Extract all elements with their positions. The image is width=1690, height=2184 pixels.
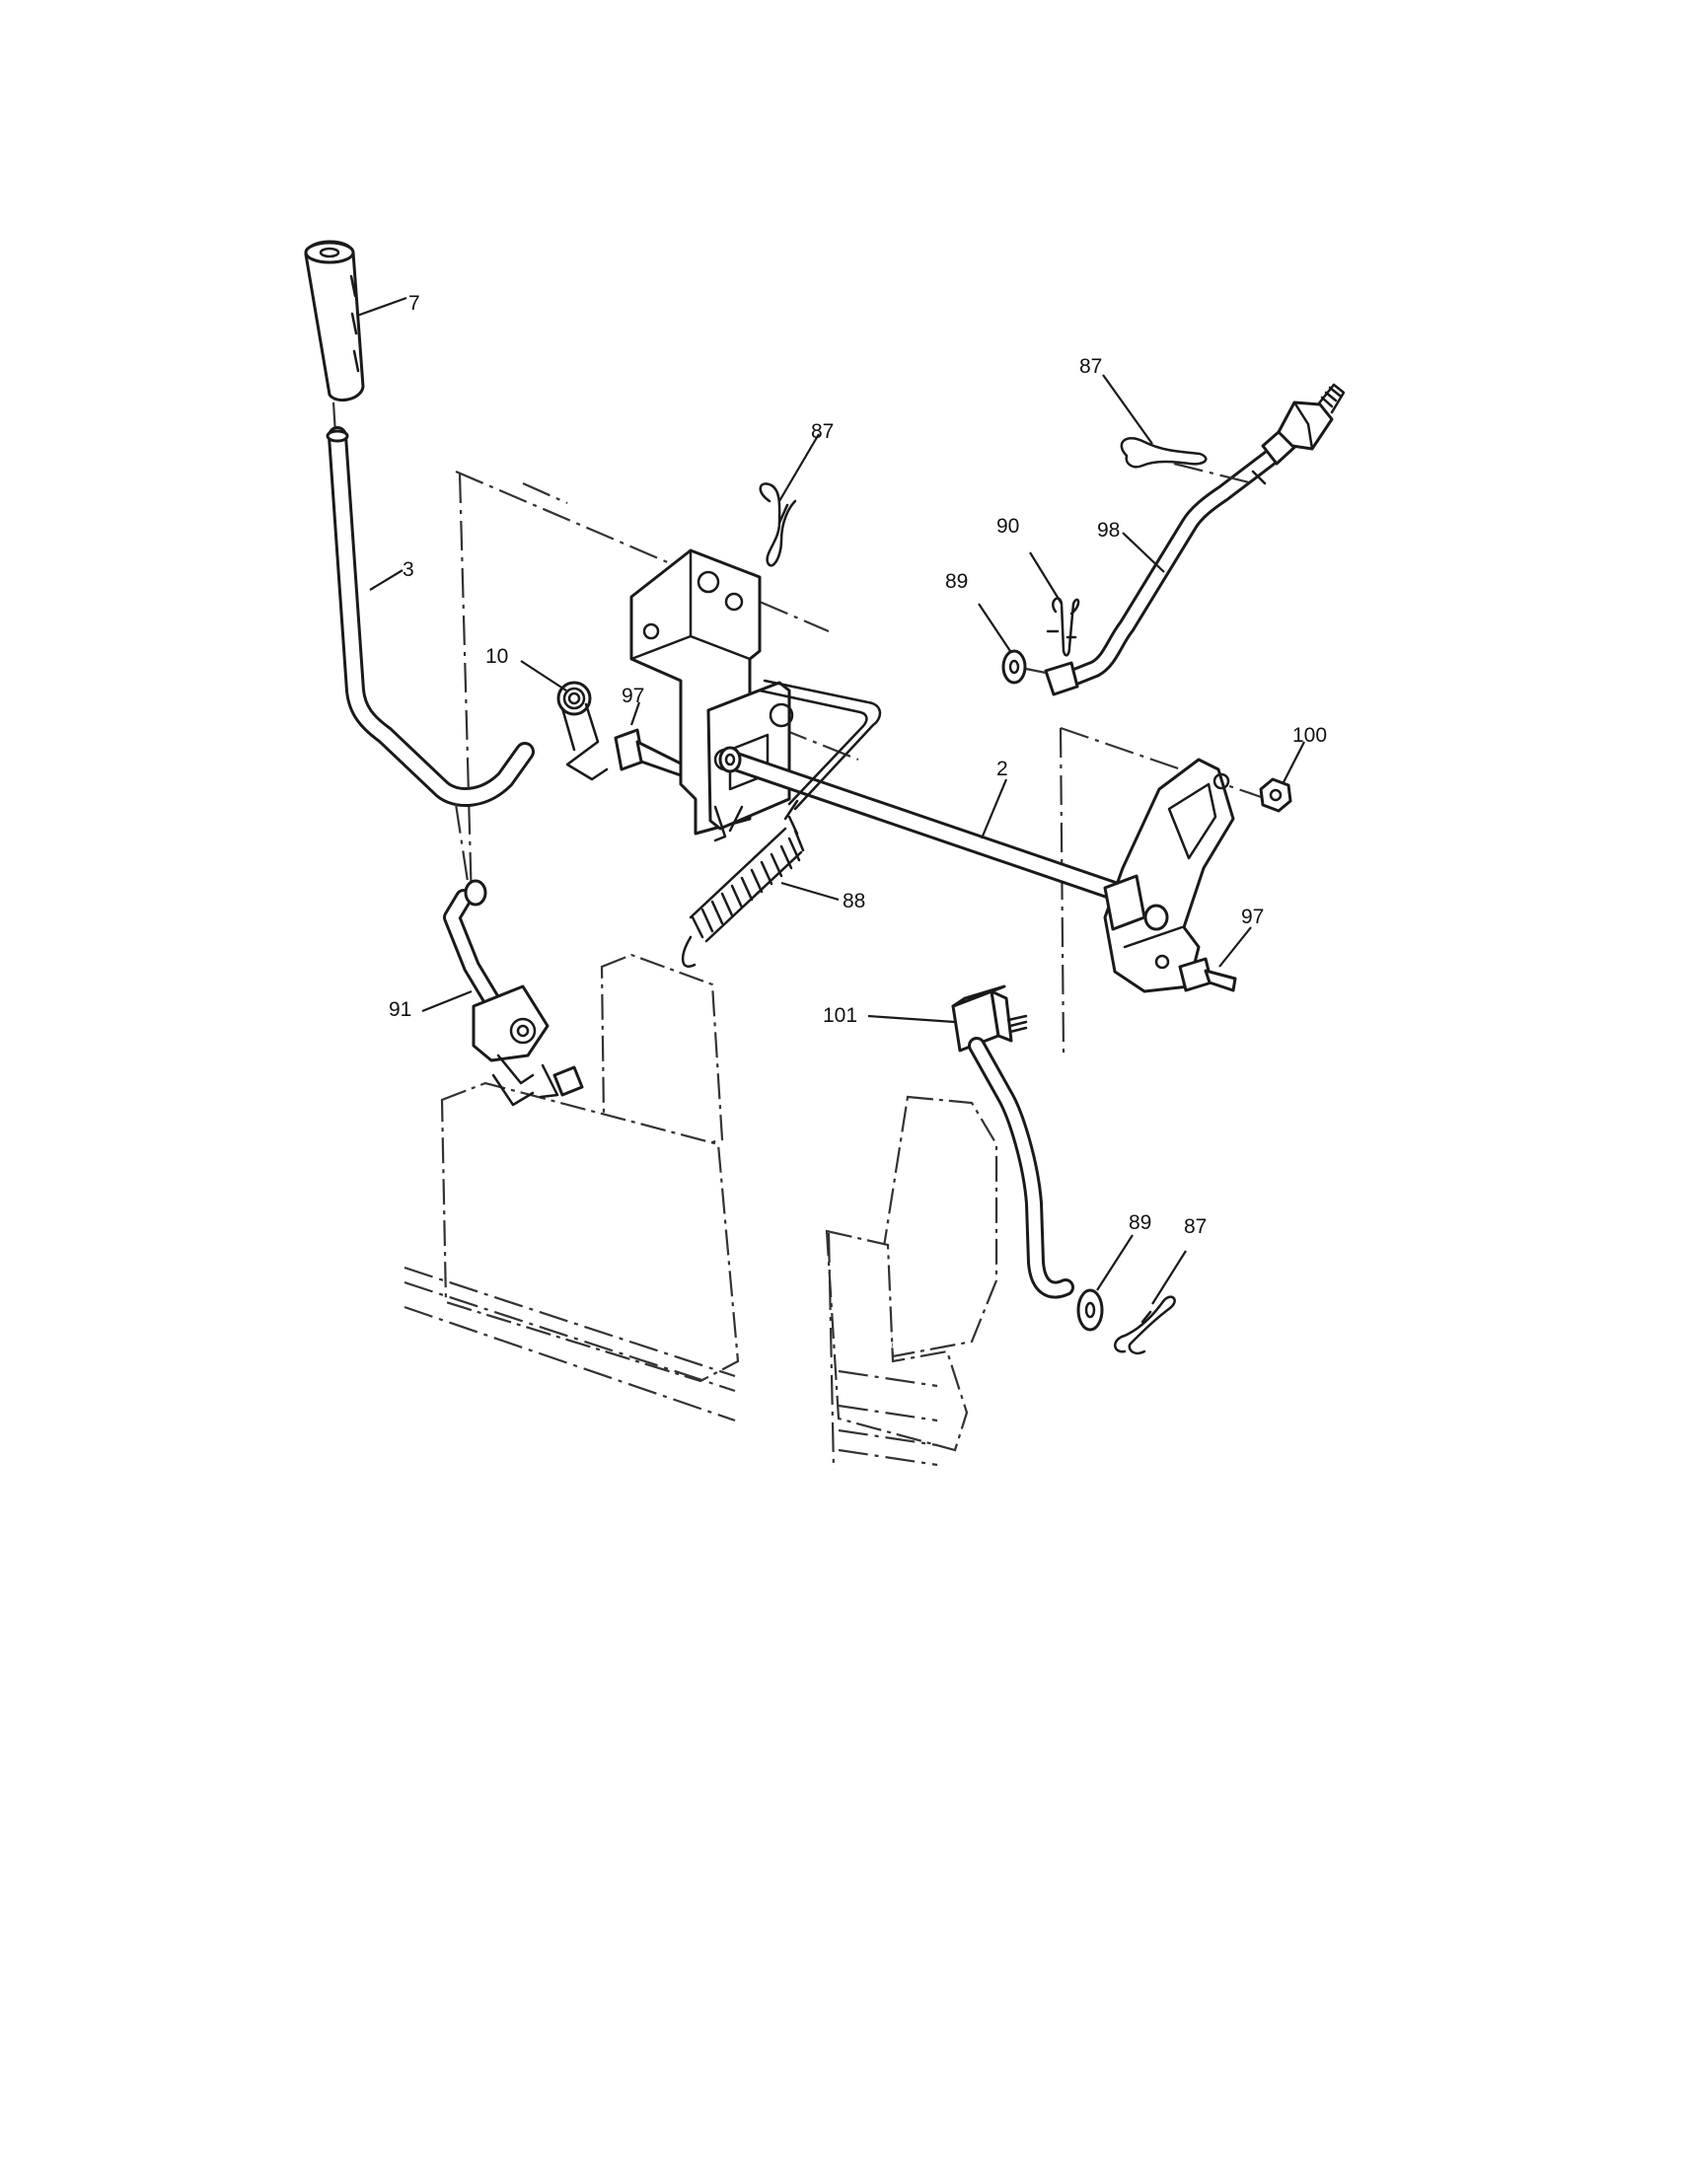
leader-10 xyxy=(520,660,567,692)
leader-89b xyxy=(1096,1234,1134,1291)
callout-91: 91 xyxy=(389,998,411,1021)
callout-88: 88 xyxy=(843,890,865,912)
hairpin-clip-right xyxy=(1120,437,1208,469)
leader-7 xyxy=(356,296,407,318)
leader-100 xyxy=(1282,741,1305,785)
handle-axis-line xyxy=(454,803,471,889)
wire-loop xyxy=(758,679,882,811)
left-deck-bracket-phantom xyxy=(404,953,740,1422)
right-deck-bracket-phantom xyxy=(825,1095,998,1471)
link-rod-with-adjuster xyxy=(1044,383,1346,696)
callout-97-left: 97 xyxy=(622,685,644,707)
callout-97-right: 97 xyxy=(1241,906,1264,928)
lift-shaft xyxy=(718,746,1130,903)
hex-nut xyxy=(1259,777,1292,813)
lift-handle-grip xyxy=(304,240,365,402)
callout-87-right: 87 xyxy=(1079,355,1102,378)
leader-90 xyxy=(1029,551,1063,605)
callout-101: 101 xyxy=(823,1004,857,1027)
leader-2 xyxy=(980,778,1008,839)
callout-2: 2 xyxy=(996,758,1008,780)
shoulder-bolt-left xyxy=(614,728,683,777)
callout-87-lower: 87 xyxy=(1184,1215,1207,1238)
callout-90: 90 xyxy=(996,515,1019,538)
lift-handle-rod xyxy=(326,426,535,807)
leader-98 xyxy=(1122,532,1165,573)
phantom-chassis-lines xyxy=(455,470,1274,1055)
torsion-spring xyxy=(556,681,609,781)
leader-87a xyxy=(778,433,820,502)
flat-washer-upper xyxy=(1001,649,1027,685)
callout-98: 98 xyxy=(1097,519,1120,542)
leader-3 xyxy=(369,569,404,591)
callout-89-lower: 89 xyxy=(1129,1211,1151,1234)
leader-91 xyxy=(421,989,473,1013)
hairpin-clip-upper xyxy=(759,482,797,567)
small-hairpin-clip xyxy=(1046,597,1080,657)
right-lift-arm xyxy=(1103,758,1235,993)
adjuster-block-link xyxy=(951,984,1074,1299)
leader-88 xyxy=(780,881,840,902)
callout-89-upper: 89 xyxy=(945,570,968,593)
washer-axis-line xyxy=(1025,667,1047,675)
callout-7: 7 xyxy=(408,292,420,315)
leader-87c xyxy=(1151,1250,1187,1305)
leader-87b xyxy=(1102,374,1153,445)
callout-100: 100 xyxy=(1292,724,1327,747)
leader-101 xyxy=(867,1014,956,1024)
main-mounting-bracket xyxy=(629,548,794,842)
leader-97a xyxy=(629,701,641,726)
leader-97b xyxy=(1218,926,1252,968)
shoulder-bolt-right xyxy=(1178,957,1237,992)
callout-87-upper: 87 xyxy=(811,420,834,443)
extension-spring xyxy=(682,799,805,968)
hairpin-clip-lower xyxy=(1114,1295,1176,1355)
callout-10: 10 xyxy=(485,645,508,668)
flat-washer-lower xyxy=(1076,1288,1104,1332)
callout-3: 3 xyxy=(403,558,414,581)
leader-89a xyxy=(978,603,1011,652)
deck-lift-link-left xyxy=(443,879,584,1107)
rod-axis-line xyxy=(1173,462,1254,485)
